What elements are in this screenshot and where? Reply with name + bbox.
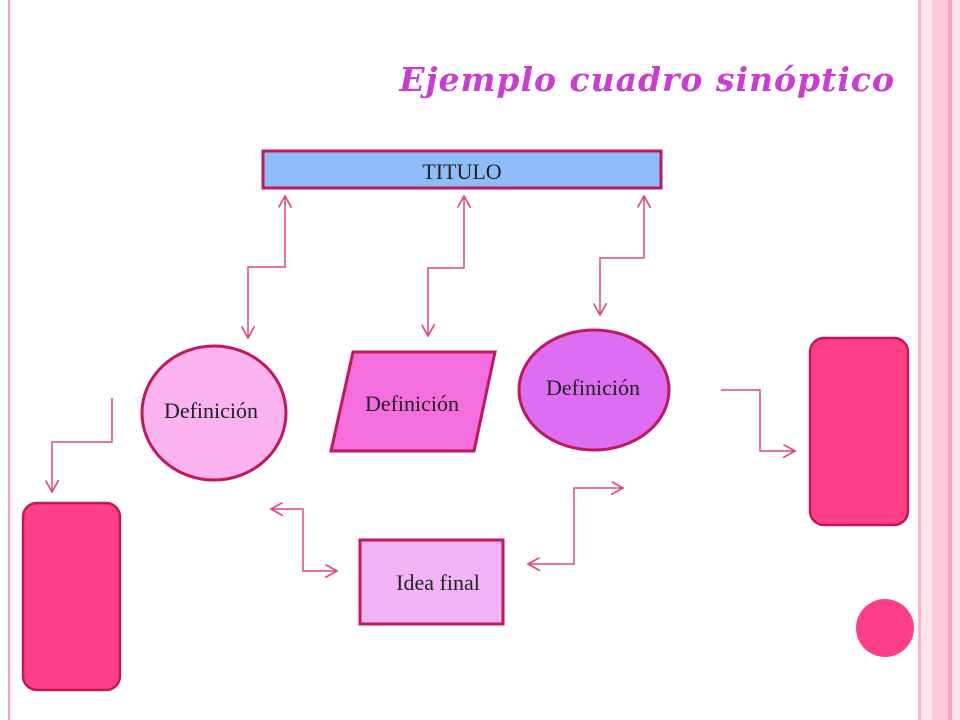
empty-block — [21, 501, 122, 692]
slide-left-border — [8, 0, 10, 720]
connector-arrow — [52, 398, 113, 492]
empty-block — [808, 336, 910, 527]
border-stripe — [932, 0, 948, 720]
border-stripe — [948, 0, 952, 720]
slide-title: Ejemplo cuadro sinóptico — [399, 60, 895, 99]
titulo-box — [261, 149, 663, 190]
connector-arrow — [528, 488, 623, 564]
idea-final-label: Idea final — [396, 570, 480, 595]
connector-arrow — [721, 389, 795, 451]
definition-label: Definición — [164, 398, 258, 423]
definition-label: Definición — [546, 375, 640, 400]
connector-arrow — [271, 509, 337, 571]
definition-label: Definición — [365, 391, 459, 416]
connector-arrow — [428, 196, 464, 336]
definition-parallelogram — [329, 350, 497, 453]
border-stripe — [918, 0, 921, 720]
definition-circle — [140, 344, 288, 482]
titulo-label: TITULO — [422, 159, 501, 184]
definition-ellipse — [517, 328, 671, 452]
slide-right-border — [918, 0, 960, 720]
connector-arrow — [600, 196, 644, 315]
connector-arrow — [248, 196, 285, 338]
decorative-circle — [856, 599, 914, 657]
idea-final-box — [358, 538, 505, 626]
